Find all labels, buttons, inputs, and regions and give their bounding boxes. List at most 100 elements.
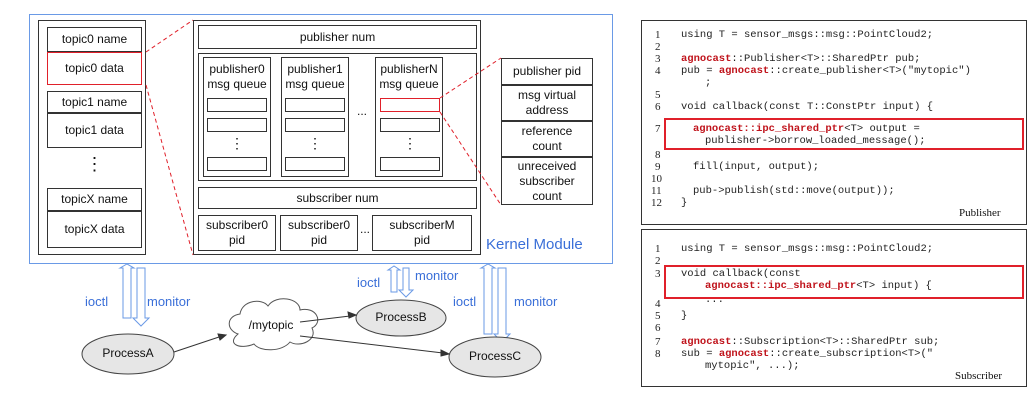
ioctl-arrow-b	[386, 265, 402, 293]
code-token: ::create_subscription<T>("	[769, 348, 934, 360]
line-number: 4	[655, 298, 661, 310]
code-line: agnocast::ipc_shared_ptr<T> output =	[693, 123, 920, 135]
unreceived-subscriber-count-cell: unreceived subscriber count	[501, 157, 593, 205]
code-line: fill(input, output);	[693, 161, 820, 173]
line-number: 3	[655, 268, 661, 280]
subscriber-hdots: ...	[359, 222, 370, 236]
code-line: }	[681, 310, 688, 322]
code-token: ::create_publisher<T>("mytopic")	[769, 65, 971, 77]
line-number: 4	[655, 65, 661, 77]
flow-line	[299, 335, 444, 354]
code-token: <T> input) {	[856, 280, 932, 292]
topic1-name-cell: topic1 name	[47, 91, 142, 113]
code-line: sub = agnocast::create_subscription<T>("	[681, 348, 933, 360]
code-line: publisher->borrow_loaded_message();	[705, 135, 926, 147]
code-line: agnocast::ipc_shared_ptr<T> input) {	[705, 280, 932, 292]
publisher-hdots: ...	[356, 104, 367, 118]
publisherN-slot	[380, 157, 440, 171]
subscriberM-pid-cell: subscriberM pid	[372, 215, 472, 251]
publisher0-queue-label: publisher0 msg queue	[207, 62, 267, 91]
agnocast-keyword: agnocast	[705, 280, 756, 292]
publisher1-queue-label: publisher1 msg queue	[285, 62, 345, 91]
line-number: 10	[651, 173, 662, 185]
monitor-label-c: monitor	[514, 294, 558, 309]
flow-arrowhead	[440, 349, 451, 357]
line-number: 5	[655, 310, 661, 322]
publisher1-vdots: ⋮	[308, 134, 322, 151]
line-number: 6	[655, 322, 661, 334]
agnocast-keyword: agnocast	[718, 348, 770, 360]
monitor-arrow-c	[492, 267, 512, 343]
agnocast-keyword: agnocast	[693, 123, 744, 135]
flow-arrowhead	[217, 333, 228, 341]
subscriber1-pid-cell: subscriber0 pid	[280, 215, 358, 251]
agnocast-keyword: agnocast	[681, 336, 732, 348]
code-line: using T = sensor_msgs::msg::PointCloud2;	[681, 243, 934, 255]
monitor-label-b: monitor	[415, 268, 459, 283]
code-line: agnocast::Subscription<T>::SharedPtr sub…	[681, 336, 939, 348]
code-line: void callback(const	[681, 268, 801, 280]
line-number: 6	[655, 101, 661, 113]
publisher0-slot	[207, 98, 267, 112]
ioctl-arrow-a	[118, 263, 136, 319]
code-line: agnocast::Publisher<T>::SharedPtr pub;	[681, 53, 920, 65]
topicX-data-cell: topicX data	[47, 211, 142, 248]
flow-line	[299, 315, 351, 323]
code-line: ...	[705, 294, 724, 306]
code-line: void callback(const T::ConstPtr input) {	[681, 101, 934, 113]
zoom-line-bottom	[145, 84, 194, 256]
processC-ellipse	[448, 336, 542, 378]
subscriber-highlight-box	[664, 265, 1024, 299]
publisher-caption: Publisher	[959, 207, 1001, 219]
publisherN-vdots: ⋮	[403, 134, 417, 151]
kernel-module-box	[29, 14, 613, 264]
publisherN-slot-highlighted	[380, 98, 440, 112]
publisher-pid-cell: publisher pid	[501, 58, 593, 85]
publisherN-slot	[380, 118, 440, 132]
publisher-code-panel	[641, 20, 1027, 225]
topic-vdots: ⋮	[85, 153, 104, 174]
publisher1-slot	[285, 157, 345, 171]
monitor-arrow-b	[397, 267, 415, 298]
line-number: 3	[655, 53, 661, 65]
ipc-shared-ptr-keyword: ::ipc_shared_ptr	[755, 280, 857, 292]
publisher0-slot	[207, 157, 267, 171]
line-number: 8	[655, 348, 661, 360]
topicX-name-cell: topicX name	[47, 188, 142, 211]
zoom-line-bottom	[439, 111, 502, 206]
code-token: <T> output =	[844, 123, 920, 135]
publisherN-queue-label: publisherN msg queue	[379, 62, 439, 91]
ioctl-arrow-c	[479, 263, 497, 335]
line-number: 11	[651, 185, 662, 197]
publisher-highlight-box	[664, 118, 1024, 150]
subscriber0-pid-cell: subscriber0 pid	[198, 215, 276, 251]
processA-label: ProcessA	[102, 346, 154, 360]
line-number: 9	[655, 161, 661, 173]
line-number: 2	[655, 255, 661, 267]
ioctl-label-c: ioctl	[453, 294, 477, 309]
zoom-line-top	[145, 19, 194, 53]
line-number: 1	[655, 29, 661, 41]
ioctl-label-a: ioctl	[85, 294, 109, 309]
publisher1-slot	[285, 118, 345, 132]
topic0-name-cell: topic0 name	[47, 27, 142, 52]
subscriber-num-cell: subscriber num	[198, 187, 477, 209]
code-token: pub =	[681, 65, 719, 77]
code-line: pub->publish(std::move(output));	[693, 185, 895, 197]
processC-label: ProcessC	[468, 349, 521, 363]
subscriber-code-panel	[641, 229, 1027, 387]
line-number: 7	[655, 336, 661, 348]
line-number: 12	[651, 197, 662, 209]
code-token: sub =	[681, 348, 719, 360]
flow-line	[173, 335, 223, 353]
agnocast-keyword: agnocast	[681, 53, 732, 65]
code-token: ::Publisher<T>::SharedPtr pub;	[731, 53, 921, 65]
processB-label: ProcessB	[375, 310, 427, 324]
line-number: 7	[655, 123, 661, 135]
monitor-label-a: monitor	[147, 294, 191, 309]
topic0-data-cell: topic0 data	[47, 52, 142, 85]
publisher0-slot	[207, 118, 267, 132]
publisher-num-cell: publisher num	[198, 25, 477, 49]
subscriber-caption: Subscriber	[955, 370, 1003, 382]
